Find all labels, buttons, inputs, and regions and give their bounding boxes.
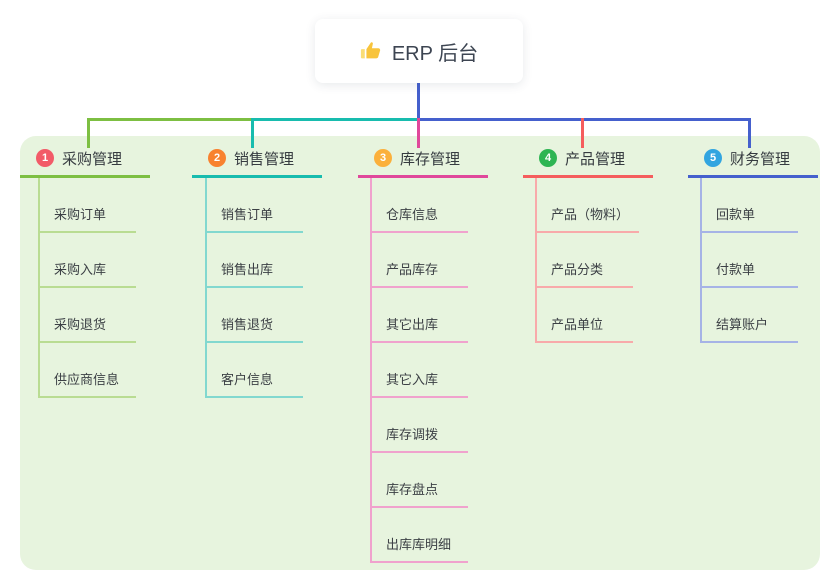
branch-node-product[interactable]: 4 产品管理 bbox=[523, 146, 653, 178]
branch-children-purchase: 采购订单采购入库采购退货供应商信息 bbox=[38, 178, 136, 398]
child-node[interactable]: 仓库信息 bbox=[372, 178, 468, 233]
child-node[interactable]: 销售出库 bbox=[207, 233, 303, 288]
child-node[interactable]: 其它出库 bbox=[372, 288, 468, 343]
connector-horizontal-left bbox=[87, 118, 253, 121]
branch-label: 产品管理 bbox=[565, 150, 626, 168]
branch-children-finance: 回款单付款单结算账户 bbox=[700, 178, 798, 343]
branch-node-finance[interactable]: 5 财务管理 bbox=[688, 146, 818, 178]
branch-children-inventory: 仓库信息产品库存其它出库其它入库库存调拨库存盘点出库库明细 bbox=[370, 178, 468, 563]
child-node[interactable]: 采购订单 bbox=[40, 178, 136, 233]
connector-root-stem bbox=[417, 82, 420, 121]
connector-horizontal-middle bbox=[251, 118, 419, 121]
thumbs-up-icon bbox=[360, 40, 382, 62]
child-node[interactable]: 库存盘点 bbox=[372, 453, 468, 508]
connector-drop-branch-1 bbox=[87, 118, 90, 148]
child-node[interactable]: 出库库明细 bbox=[372, 508, 468, 563]
child-node[interactable]: 供应商信息 bbox=[40, 343, 136, 398]
root-node-label: ERP 后台 bbox=[391, 42, 479, 65]
connector-drop-branch-3 bbox=[417, 118, 420, 148]
branch-node-purchase[interactable]: 1 采购管理 bbox=[20, 146, 150, 178]
child-node[interactable]: 库存调拨 bbox=[372, 398, 468, 453]
branch-node-inventory[interactable]: 3 库存管理 bbox=[358, 146, 488, 178]
branch-node-sales[interactable]: 2 销售管理 bbox=[192, 146, 322, 178]
child-node[interactable]: 采购入库 bbox=[40, 233, 136, 288]
child-node[interactable]: 其它入库 bbox=[372, 343, 468, 398]
branch-number-badge: 5 bbox=[704, 149, 722, 167]
mindmap-panel bbox=[20, 136, 820, 570]
child-node[interactable]: 客户信息 bbox=[207, 343, 303, 398]
branch-number-badge: 1 bbox=[36, 149, 54, 167]
connector-drop-branch-4 bbox=[581, 118, 584, 148]
root-node[interactable]: ERP 后台 bbox=[315, 19, 523, 83]
connector-drop-branch-2 bbox=[251, 118, 254, 148]
child-node[interactable]: 产品库存 bbox=[372, 233, 468, 288]
branch-number-badge: 4 bbox=[539, 149, 557, 167]
child-node[interactable]: 采购退货 bbox=[40, 288, 136, 343]
branch-label: 库存管理 bbox=[400, 150, 461, 168]
branch-number-badge: 3 bbox=[374, 149, 392, 167]
child-node[interactable]: 产品（物料） bbox=[537, 178, 640, 233]
child-node[interactable]: 销售订单 bbox=[207, 178, 303, 233]
connector-drop-branch-5 bbox=[748, 118, 751, 148]
branch-label: 采购管理 bbox=[62, 150, 123, 168]
child-node[interactable]: 回款单 bbox=[702, 178, 798, 233]
child-node[interactable]: 产品分类 bbox=[537, 233, 633, 288]
branch-children-sales: 销售订单销售出库销售退货客户信息 bbox=[205, 178, 303, 398]
child-node[interactable]: 付款单 bbox=[702, 233, 798, 288]
child-node[interactable]: 销售退货 bbox=[207, 288, 303, 343]
connector-horizontal-right bbox=[417, 118, 751, 121]
branch-number-badge: 2 bbox=[208, 149, 226, 167]
child-node[interactable]: 结算账户 bbox=[702, 288, 798, 343]
branch-children-product: 产品（物料）产品分类产品单位 bbox=[535, 178, 640, 343]
branch-label: 财务管理 bbox=[730, 150, 791, 168]
branch-label: 销售管理 bbox=[234, 150, 295, 168]
child-node[interactable]: 产品单位 bbox=[537, 288, 633, 343]
